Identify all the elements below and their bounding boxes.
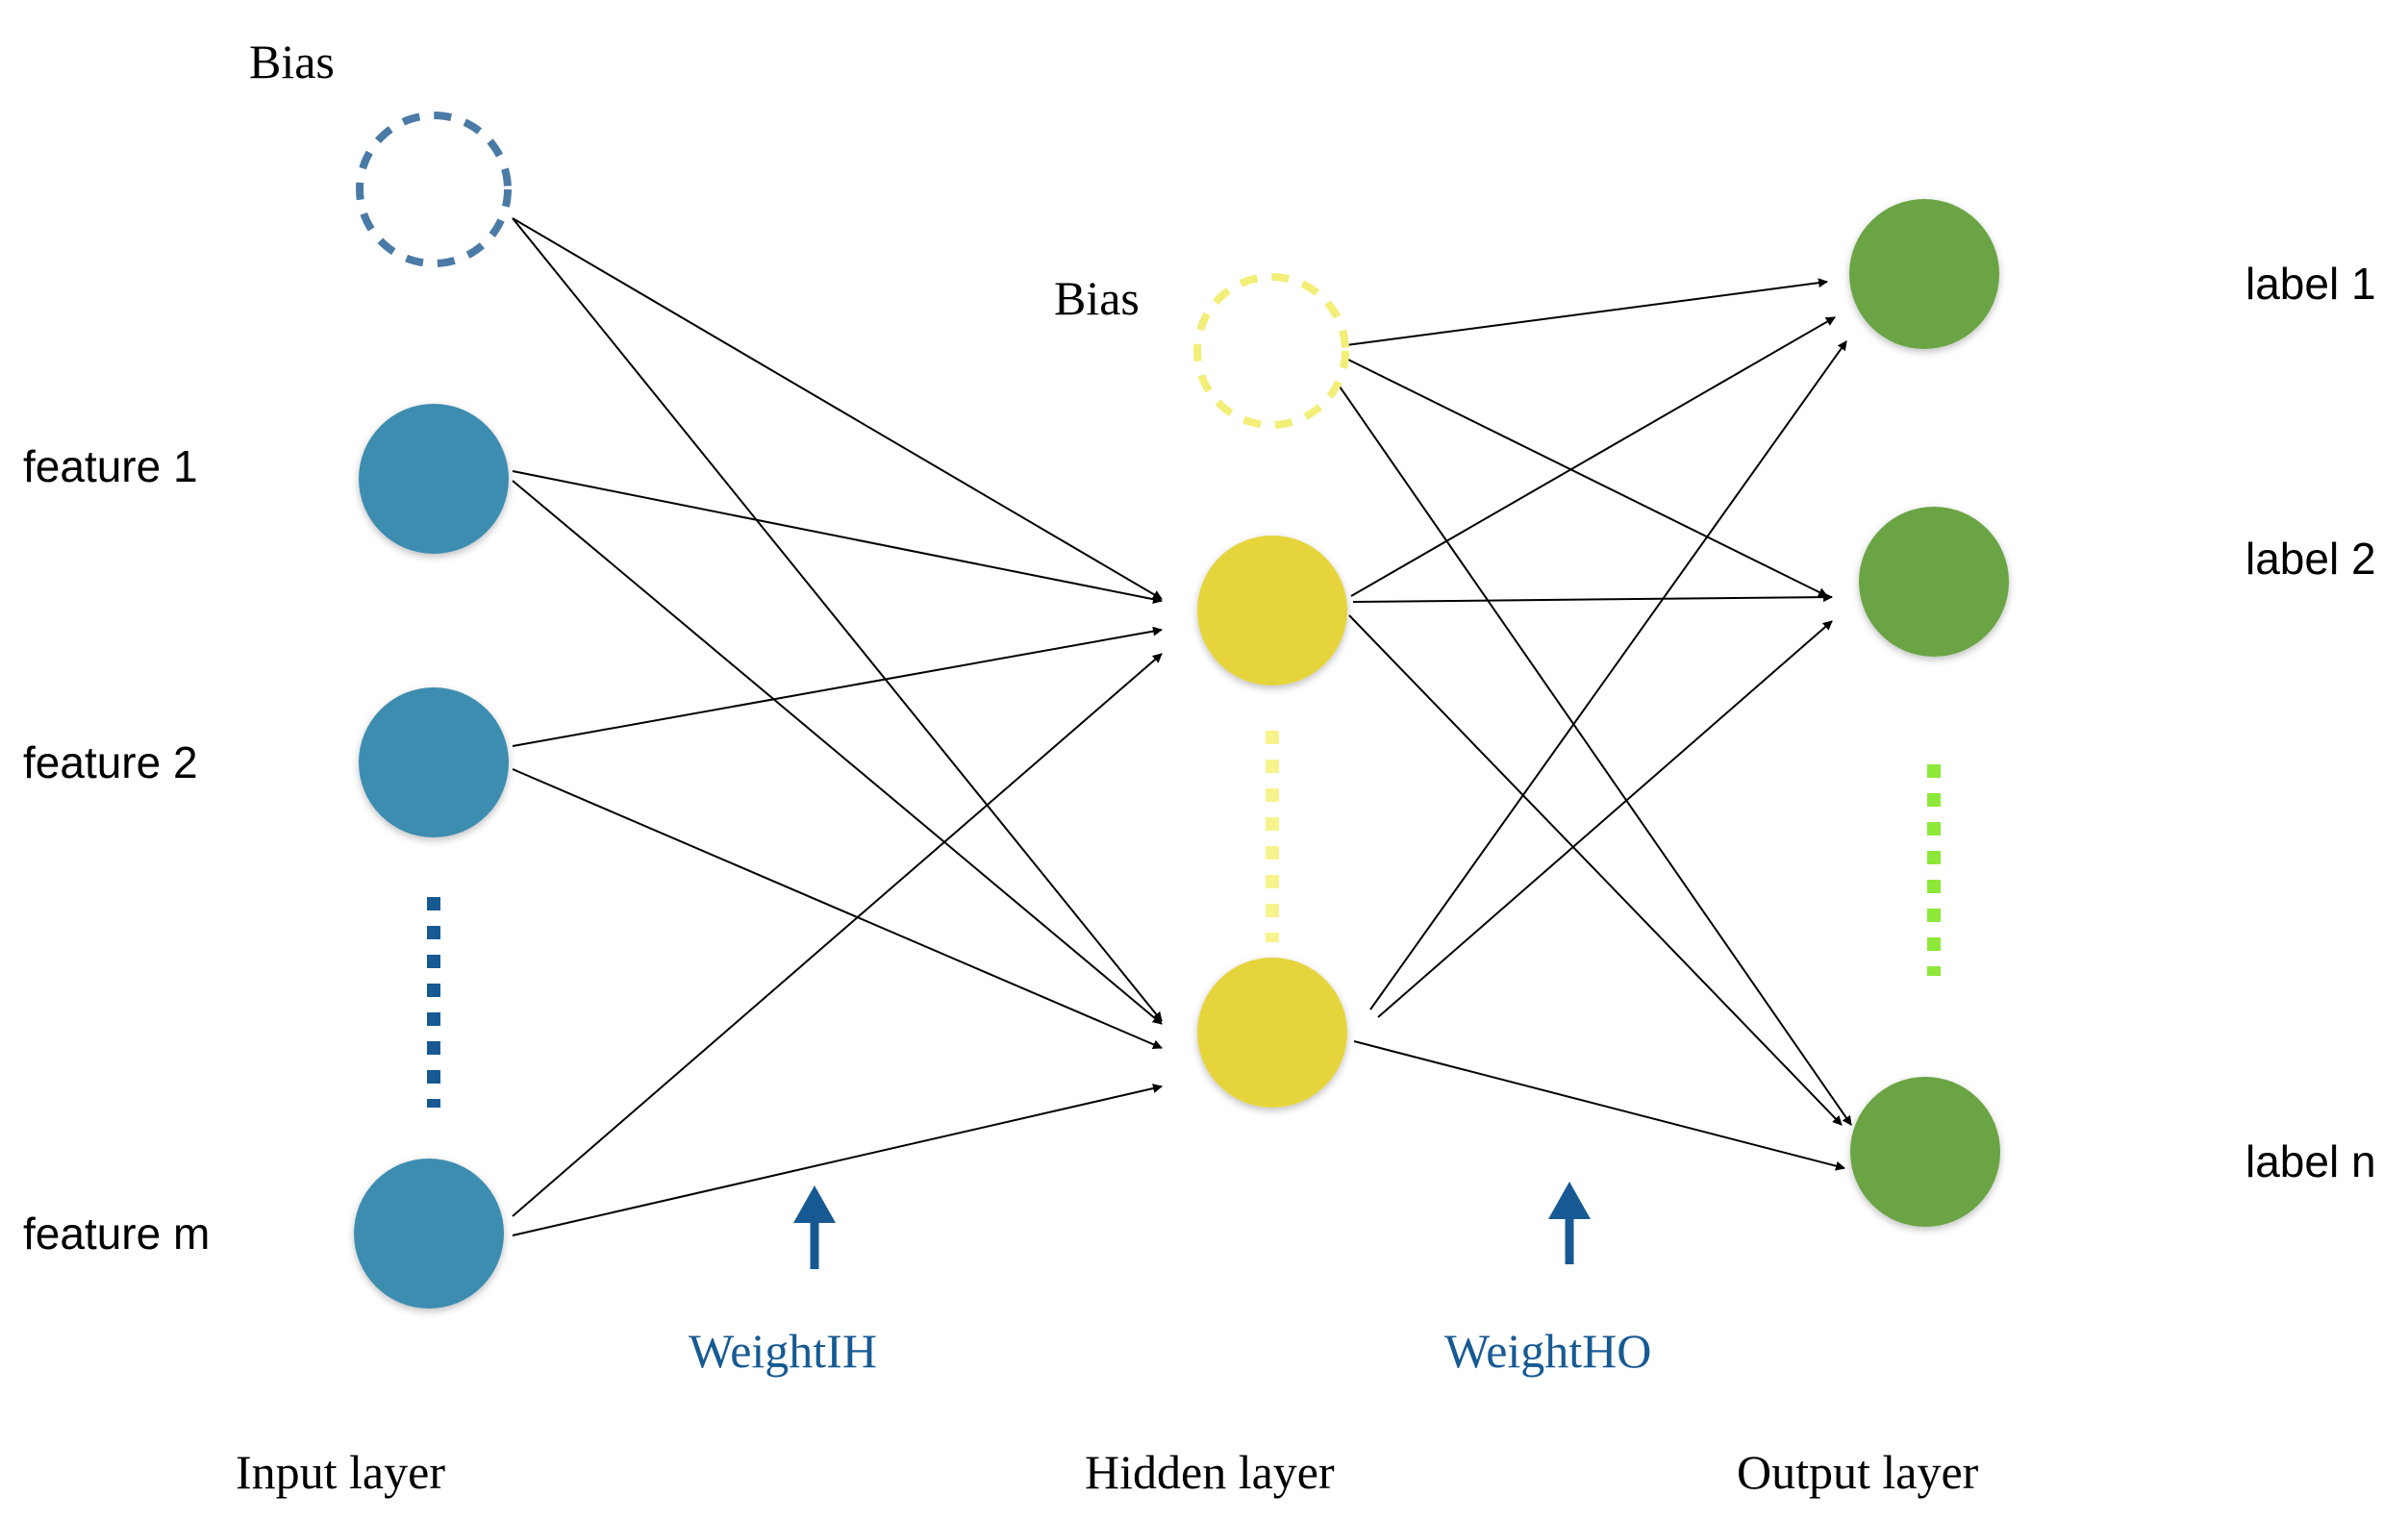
edge-2 [512,217,1163,1022]
edge-17 [1353,1040,1845,1171]
edge-16 [1377,620,1833,1018]
edge-4 [512,480,1163,1025]
edge-6 [512,768,1163,1050]
output-layer-label: Output layer [1737,1445,1979,1499]
connection-edges [512,217,1852,1236]
edge-8 [512,1084,1163,1236]
output-label-1: label 1 [2245,259,2376,309]
edge-14 [1348,614,1843,1126]
edge-9 [1345,278,1828,346]
weight-ih-arrow [793,1185,836,1269]
hidden-bias-label: Bias [1054,271,1140,325]
input-node-feature-m [354,1159,504,1309]
hidden-bias-node [1193,273,1349,429]
weight-ho-arrow [1548,1182,1591,1264]
feature-2-label: feature 2 [23,737,198,787]
edge-10 [1345,358,1828,597]
edge-11 [1339,386,1852,1126]
hidden-node-2 [1197,958,1347,1108]
output-label-2: label 2 [2245,534,2376,584]
edge-7 [512,653,1163,1217]
edge-15 [1369,340,1847,1010]
edge-12 [1350,316,1836,597]
input-bias-label: Bias [249,35,335,88]
output-node-label-2 [1859,507,2009,657]
edge-5 [512,626,1163,747]
output-node-label-1 [1849,199,1999,349]
input-node-feature-2 [359,687,509,837]
input-bias-node [356,112,512,267]
feature-m-label: feature m [23,1209,211,1259]
feature-1-label: feature 1 [23,441,198,491]
edge-13 [1352,592,1833,603]
output-label-n: label n [2245,1136,2376,1186]
weight-ih-label: WeightIH [689,1324,877,1378]
hidden-node-1 [1197,536,1347,686]
input-layer-label: Input layer [236,1445,445,1499]
edge-1 [512,217,1163,600]
weight-ho-label: WeightHO [1444,1324,1652,1378]
output-node-label-n [1850,1077,2000,1227]
edge-3 [512,470,1163,605]
hidden-layer-label: Hidden layer [1085,1445,1335,1499]
input-node-feature-1 [359,404,509,554]
